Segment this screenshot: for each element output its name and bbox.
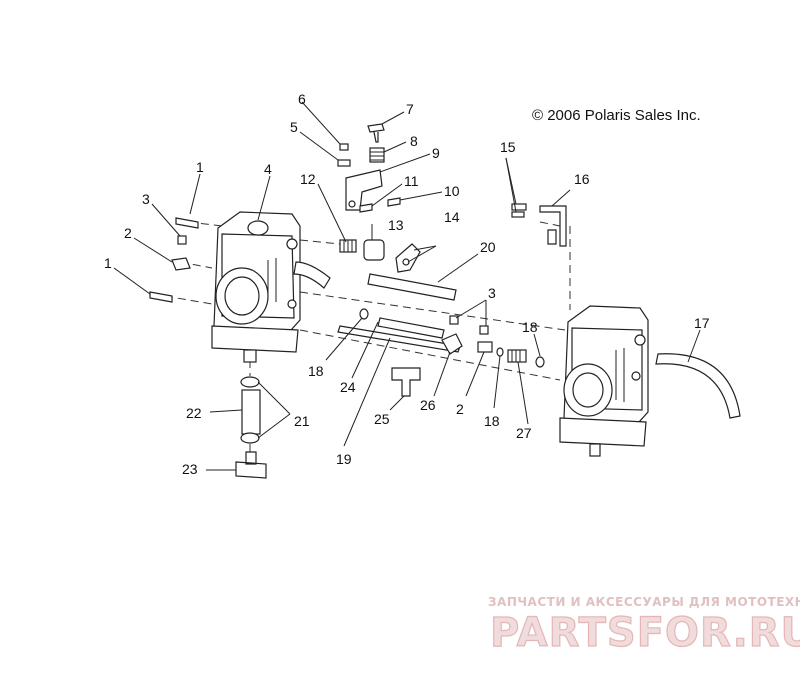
- screw-7: [367, 123, 385, 143]
- callout-4: 4: [264, 161, 272, 177]
- callout-8: 8: [410, 133, 418, 149]
- clamp-21a: [240, 376, 260, 388]
- collar-13: [363, 239, 385, 261]
- callout-11: 11: [404, 173, 419, 189]
- callout-9: 9: [432, 145, 440, 161]
- watermark-brand: PARTSFOR.RU: [490, 610, 800, 656]
- screw-3a: [449, 315, 459, 325]
- callout-2: 2: [456, 401, 464, 417]
- clamp-21b: [240, 432, 260, 444]
- callout-1: 1: [104, 255, 112, 271]
- callout-6: 6: [298, 91, 306, 107]
- callout-12: 12: [300, 171, 316, 187]
- washer-5: [337, 159, 351, 167]
- callout-16: 16: [574, 171, 590, 187]
- rod-20: [367, 273, 457, 301]
- callout-10: 10: [444, 183, 460, 199]
- callout-18: 18: [522, 319, 538, 335]
- callout-18: 18: [484, 413, 500, 429]
- callout-15: 15: [500, 139, 516, 155]
- callout-27: 27: [516, 425, 532, 441]
- watermark-tagline: ЗАПЧАСТИ И АКСЕССУАРЫ ДЛЯ МОТОТЕХНИКИ: [488, 595, 800, 609]
- right-carburetor: [559, 305, 649, 457]
- shaft-19: [337, 325, 461, 353]
- callout-3: 3: [142, 191, 150, 207]
- screw-3b: [479, 325, 489, 335]
- screw-1b: [149, 291, 173, 303]
- screw-15b: [511, 211, 525, 218]
- screw-3c: [177, 235, 187, 245]
- tee-23: [235, 451, 267, 479]
- left-carburetor: [211, 211, 331, 363]
- cam-26: [441, 333, 463, 355]
- callout-17: 17: [694, 315, 710, 331]
- callout-1: 1: [196, 159, 204, 175]
- callout-7: 7: [406, 101, 414, 117]
- callout-5: 5: [290, 119, 298, 135]
- lever-14: [395, 243, 421, 273]
- callout-21: 21: [294, 413, 310, 429]
- callout-24: 24: [340, 379, 356, 395]
- screw-15: [511, 203, 527, 211]
- callout-18: 18: [308, 363, 324, 379]
- spring-27: [507, 349, 527, 363]
- hose-22: [241, 389, 261, 435]
- callout-26: 26: [420, 397, 436, 413]
- screw-6: [339, 143, 349, 151]
- callout-13: 13: [388, 217, 404, 233]
- bracket-9: [345, 169, 383, 211]
- clip-18a: [359, 308, 369, 320]
- screw-1a: [175, 217, 199, 229]
- screw-11: [359, 203, 373, 213]
- tube-24: [377, 317, 445, 339]
- callout-3: 3: [488, 285, 496, 301]
- callout-19: 19: [336, 451, 352, 467]
- tee-25: [391, 367, 421, 397]
- clip-18c: [535, 356, 545, 368]
- callout-14: 14: [444, 209, 460, 225]
- watermark: ЗАПЧАСТИ И АКСЕССУАРЫ ДЛЯ МОТОТЕХНИКИ PA…: [488, 595, 800, 657]
- clip-18b: [496, 347, 504, 357]
- fuel-hose: [655, 353, 741, 419]
- callout-25: 25: [374, 411, 390, 427]
- fitting-2b: [477, 341, 493, 353]
- callout-23: 23: [182, 461, 198, 477]
- clamp-2a: [171, 257, 191, 271]
- copyright-text: © 2006 Polaris Sales Inc.: [532, 107, 701, 124]
- callout-labels: 1 1 2 2 3 3 4 5 6 7 8 9 10 11 12 13 14 1…: [104, 91, 710, 477]
- bracket-16: [539, 205, 567, 247]
- callout-20: 20: [480, 239, 496, 255]
- callout-2: 2: [124, 225, 132, 241]
- callout-22: 22: [186, 405, 202, 421]
- screw-10: [387, 197, 401, 207]
- leader-lines: [113, 101, 701, 471]
